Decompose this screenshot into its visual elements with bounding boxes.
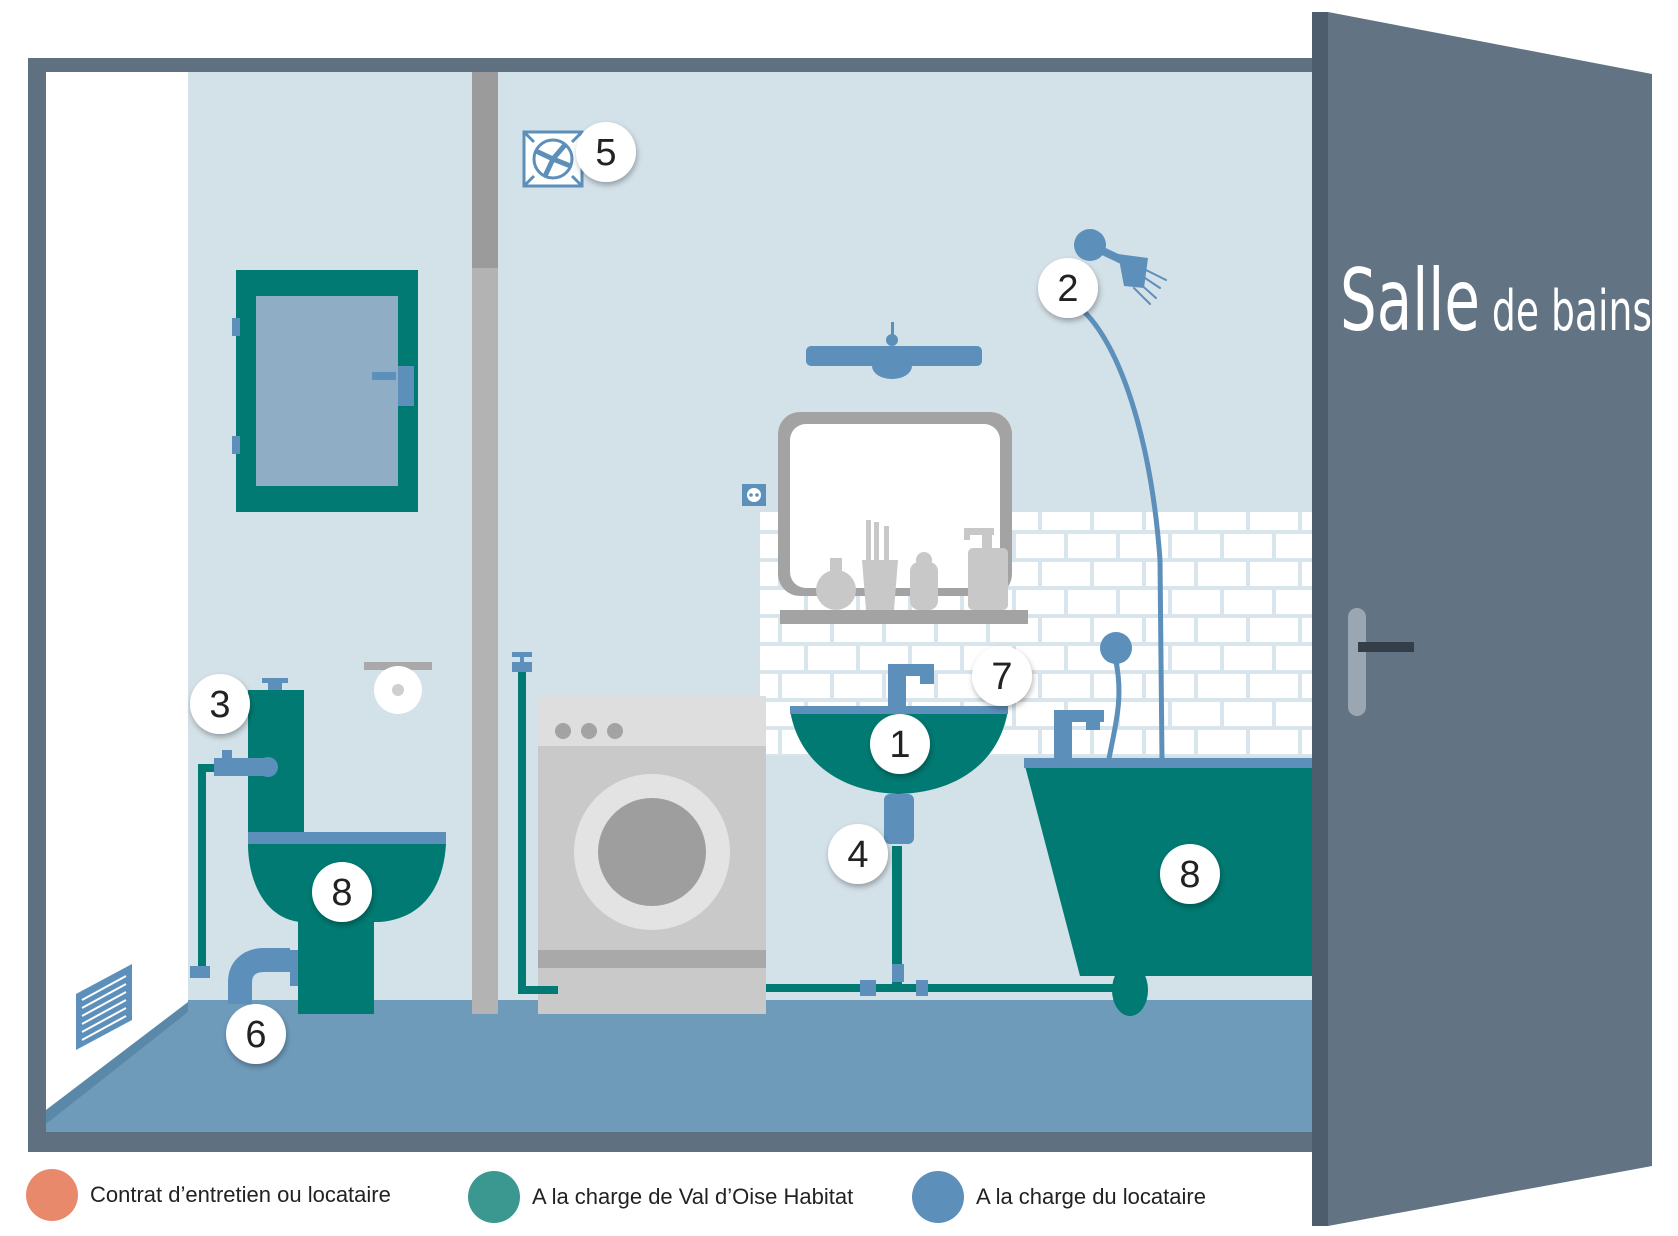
bathtub-faucet [1054, 710, 1072, 760]
washer-supply-pipe [512, 652, 558, 994]
soap-dispenser-icon [964, 528, 1008, 610]
left-side-wall [46, 72, 188, 1110]
legend-label: Contrat d’entretien ou locataire [90, 1182, 391, 1207]
ventilation-fan-icon [522, 130, 584, 188]
svg-text:3: 3 [209, 684, 230, 726]
sink-trap [884, 794, 914, 844]
marker-4: 4 [828, 824, 888, 884]
svg-text:4: 4 [847, 834, 868, 876]
shower [1066, 229, 1167, 761]
marker-3: 3 [190, 674, 250, 734]
svg-text:7: 7 [991, 656, 1012, 698]
small-bottle-icon [910, 552, 938, 610]
legend-label: A la charge de Val d’Oise Habitat [532, 1184, 854, 1209]
svg-text:2: 2 [1057, 268, 1078, 310]
window-handle [372, 372, 396, 380]
light-fixture [806, 322, 982, 379]
svg-text:6: 6 [245, 1014, 266, 1056]
marker-2: 2 [1038, 258, 1098, 318]
svg-text:5: 5 [595, 132, 616, 174]
svg-text:1: 1 [889, 724, 910, 766]
marker-5: 5 [576, 122, 636, 182]
toilet-paper-holder [364, 662, 432, 714]
shelf [780, 520, 1028, 624]
svg-text:8: 8 [331, 872, 352, 914]
marker-6: 6 [226, 1004, 286, 1064]
legend-item-tenant: A la charge du locataire [912, 1171, 1206, 1223]
perfume-bottle-icon [816, 558, 856, 610]
pipe-column [472, 72, 498, 1014]
door-title: Salle de bains [1340, 251, 1652, 351]
door[interactable]: Salle de bains [1312, 12, 1652, 1226]
legend: Contrat d’entretien ou locataire A la ch… [0, 1165, 1678, 1225]
shower-hose [1066, 297, 1165, 761]
legend-dot-orange [26, 1169, 78, 1221]
legend-item-maintenance-contract: Contrat d’entretien ou locataire [26, 1169, 391, 1221]
marker-8-bathtub: 8 [1160, 844, 1220, 904]
sink-faucet [888, 664, 906, 714]
toilet-supply-pipe [190, 750, 278, 978]
toilet-base [298, 918, 374, 1014]
toilet-waste-pipe [228, 948, 298, 1004]
marker-1: 1 [870, 714, 930, 774]
outlet-icon [742, 484, 766, 506]
washing-machine [538, 696, 766, 1014]
window [232, 270, 418, 512]
svg-text:8: 8 [1179, 854, 1200, 896]
legend-label: A la charge du locataire [976, 1184, 1206, 1209]
marker-8-toilet: 8 [312, 862, 372, 922]
toothbrush-cup-icon [862, 520, 898, 610]
floor [46, 1012, 1338, 1132]
shower-head-icon [1118, 254, 1148, 288]
legend-item-val-doise-habitat: A la charge de Val d’Oise Habitat [468, 1171, 853, 1223]
floor-edge [46, 1002, 188, 1124]
marker-7: 7 [972, 646, 1032, 706]
legend-dot-teal [468, 1171, 520, 1223]
floor-vent-icon [76, 964, 132, 1050]
toilet [190, 678, 446, 1014]
mirror [778, 412, 1012, 596]
legend-dot-blue [912, 1171, 964, 1223]
door-handle[interactable] [1348, 608, 1414, 716]
bathtub-handshower [1100, 632, 1132, 664]
